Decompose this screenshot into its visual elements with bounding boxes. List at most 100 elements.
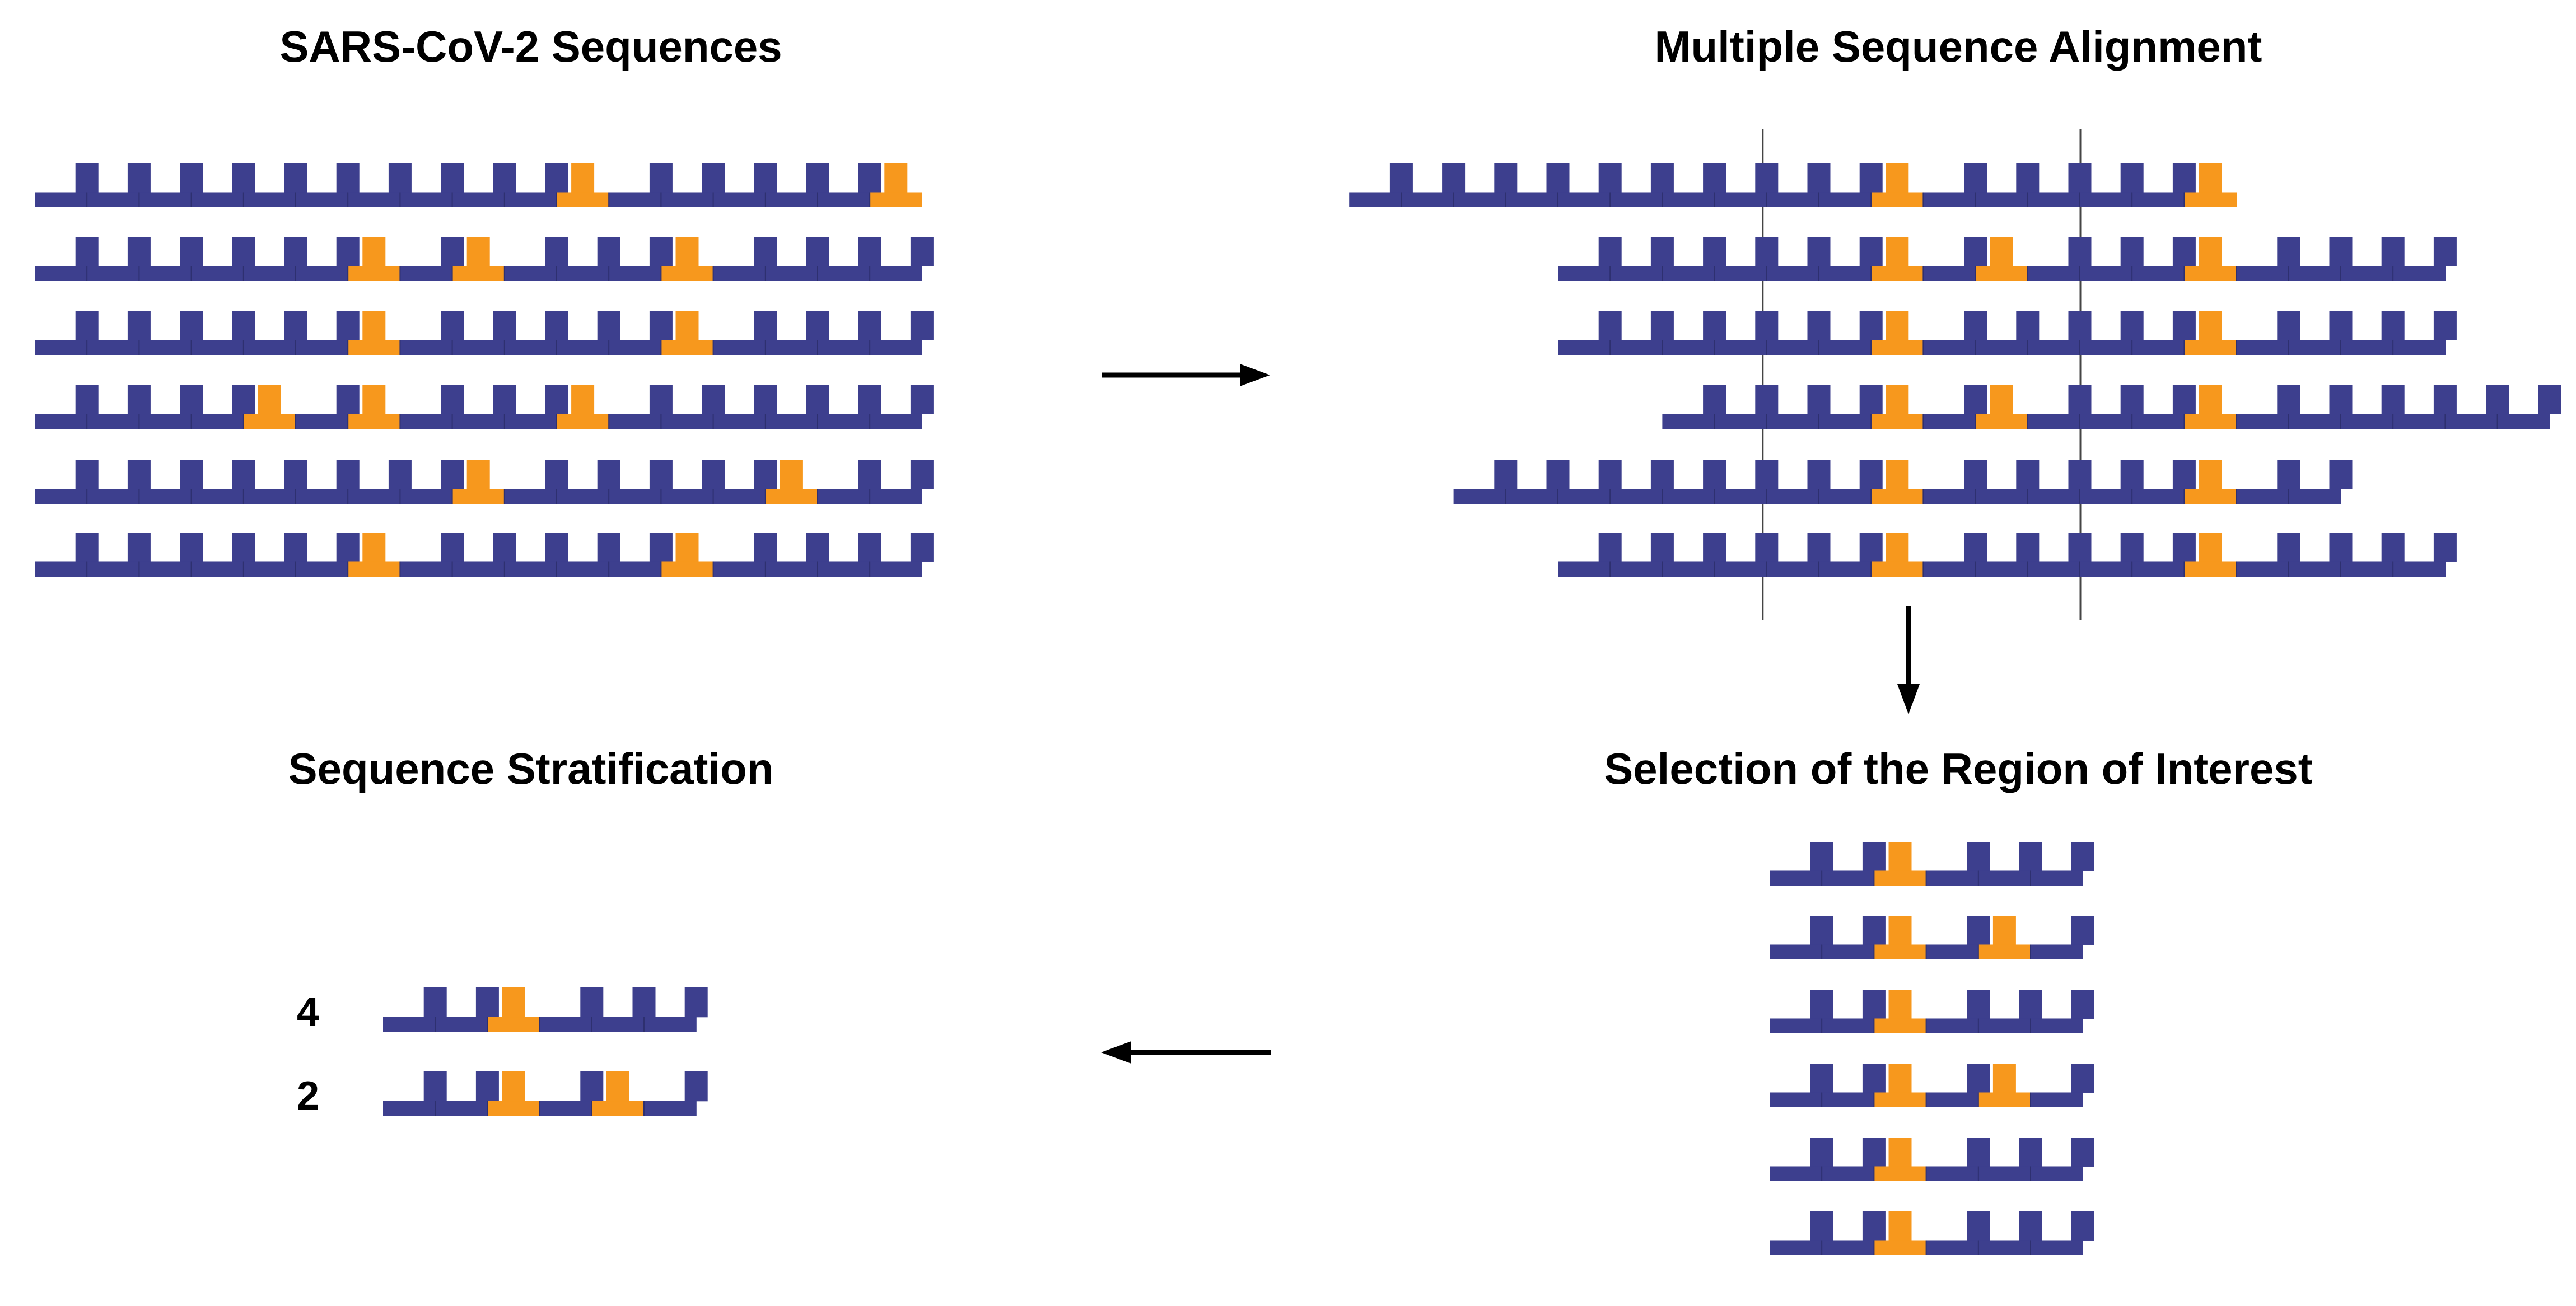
stratified-row	[383, 987, 708, 1032]
nucleotide-unit	[764, 237, 829, 281]
nucleotide-unit	[2131, 533, 2196, 577]
nucleotide-unit	[608, 311, 673, 355]
nucleotide-unit	[2236, 533, 2300, 577]
nucleotide-unit	[242, 533, 307, 577]
nucleotide-unit	[2288, 460, 2353, 504]
nucleotide-unit	[242, 237, 307, 281]
nucleotide-unit	[503, 533, 568, 577]
nucleotide-unit	[1558, 533, 1622, 577]
nucleotide-unit	[2030, 1138, 2094, 1181]
nucleotide-unit	[1818, 237, 1883, 281]
nucleotide-unit	[399, 460, 464, 504]
nucleotide-unit	[817, 533, 881, 577]
nucleotide-unit	[1349, 163, 1413, 207]
sequence-row	[35, 163, 922, 207]
nucleotide-unit	[2392, 533, 2457, 577]
nucleotide-unit	[1558, 237, 1622, 281]
nucleotide-unit	[1766, 533, 1831, 577]
nucleotide-unit	[817, 311, 881, 355]
nucleotide-unit	[1821, 842, 1886, 886]
mutation-unit	[2183, 237, 2237, 281]
nucleotide-unit	[399, 311, 464, 355]
region-row	[1770, 842, 2094, 886]
nucleotide-unit	[503, 237, 568, 281]
mutation-unit	[1873, 1138, 1927, 1181]
nucleotide-unit	[556, 460, 620, 504]
nucleotide-unit	[190, 460, 255, 504]
stratification-panel: 42	[297, 987, 708, 1118]
nucleotide-unit	[556, 311, 620, 355]
nucleotide-unit	[399, 533, 464, 577]
nucleotide-unit	[764, 163, 829, 207]
mutation-unit	[347, 311, 400, 355]
nucleotide-unit	[2288, 533, 2353, 577]
sequence-row	[35, 237, 934, 281]
nucleotide-unit	[2340, 533, 2405, 577]
nucleotide-unit	[1770, 1138, 1833, 1181]
nucleotide-unit	[35, 163, 99, 207]
nucleotide-unit	[35, 237, 99, 281]
nucleotide-unit	[2340, 237, 2405, 281]
nucleotide-unit	[2030, 1064, 2094, 1107]
nucleotide-unit	[1557, 163, 1622, 207]
nucleotide-unit	[2030, 990, 2094, 1033]
nucleotide-unit	[817, 460, 881, 504]
mutation-unit	[451, 237, 505, 281]
nucleotide-unit	[86, 163, 151, 207]
nucleotide-unit	[764, 385, 829, 429]
nucleotide-unit	[608, 385, 673, 429]
nucleotide-unit	[869, 385, 934, 429]
nucleotide-unit	[2131, 237, 2196, 281]
mutation-unit	[591, 1071, 645, 1116]
mutation-unit	[1975, 385, 2028, 429]
nucleotide-unit	[399, 163, 464, 207]
nucleotide-unit	[2079, 311, 2144, 355]
sequence-count: 4	[297, 990, 319, 1034]
nucleotide-unit	[1770, 916, 1833, 959]
nucleotide-unit	[503, 460, 568, 504]
nucleotide-unit	[608, 237, 673, 281]
arrow-down	[1897, 606, 1920, 714]
region-panel	[1770, 842, 2094, 1255]
nucleotide-unit	[383, 987, 447, 1032]
sequence-row	[35, 460, 934, 504]
nucleotide-unit	[1609, 311, 1674, 355]
mutation-unit	[347, 533, 400, 577]
nucleotide-unit	[2288, 311, 2353, 355]
nucleotide-unit	[1453, 460, 1518, 504]
nucleotide-unit	[2288, 385, 2353, 429]
nucleotide-unit	[1821, 1211, 1886, 1255]
nucleotide-unit	[138, 385, 203, 429]
nucleotide-unit	[86, 311, 151, 355]
mutation-unit	[1870, 533, 1924, 577]
mutation-unit	[1977, 916, 2031, 959]
mutation-unit	[869, 163, 922, 207]
stratified-row	[383, 1071, 708, 1116]
panel-title-alignment: Multiple Sequence Alignment	[1655, 22, 2262, 71]
nucleotide-unit	[539, 1071, 604, 1116]
nucleotide-unit	[2496, 385, 2561, 429]
nucleotide-unit	[2027, 311, 2092, 355]
aligned-sequence-row	[1349, 163, 2237, 207]
nucleotide-unit	[869, 311, 934, 355]
nucleotide-unit	[1714, 460, 1779, 504]
nucleotide-unit	[2079, 163, 2144, 207]
nucleotide-unit	[1714, 385, 1779, 429]
nucleotide-unit	[591, 987, 656, 1032]
nucleotide-unit	[2030, 842, 2094, 886]
nucleotide-unit	[1925, 916, 1990, 959]
nucleotide-unit	[399, 385, 464, 429]
nucleotide-unit	[2131, 460, 2196, 504]
nucleotide-unit	[608, 460, 673, 504]
nucleotide-unit	[1922, 237, 1987, 281]
nucleotide-unit	[1766, 163, 1831, 207]
nucleotide-unit	[712, 460, 777, 504]
nucleotide-unit	[1609, 460, 1674, 504]
nucleotide-unit	[451, 311, 516, 355]
nucleotide-unit	[138, 311, 203, 355]
nucleotide-unit	[1821, 990, 1886, 1033]
mutation-unit	[2183, 533, 2237, 577]
mutation-unit	[1873, 990, 1927, 1033]
nucleotide-unit	[1922, 533, 1987, 577]
